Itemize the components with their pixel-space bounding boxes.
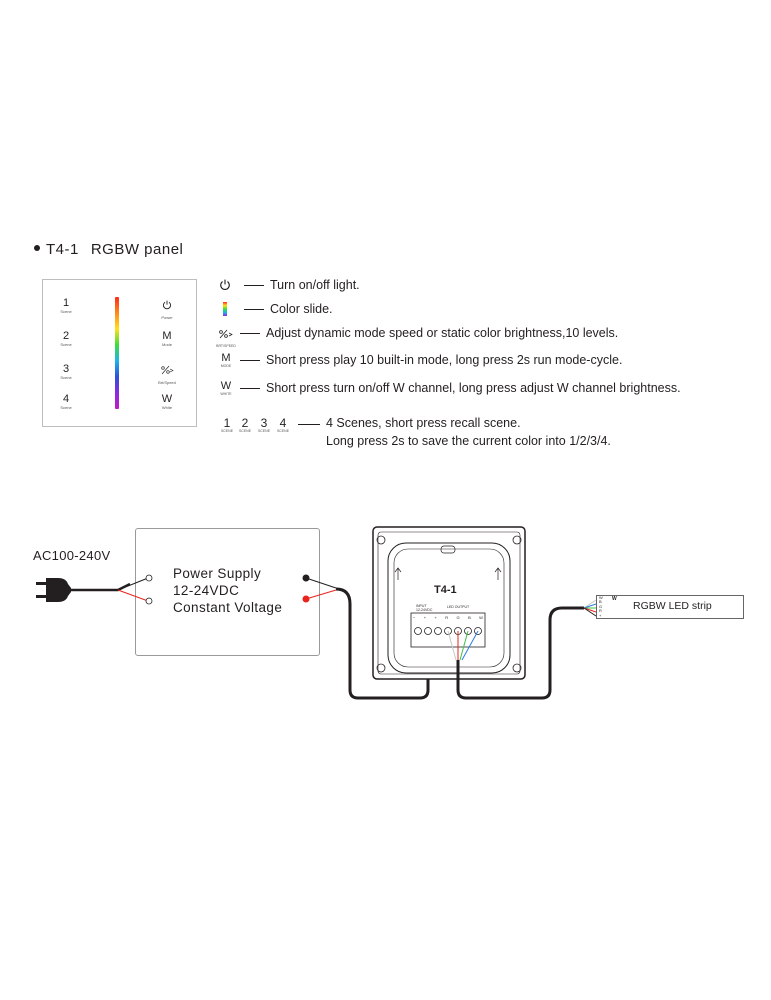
legend-mode: Short press play 10 built-in mode, long …	[240, 353, 622, 367]
wiring-diagram	[36, 526, 597, 700]
brt-speed-icon	[161, 365, 174, 375]
scene-leader-line	[298, 424, 320, 425]
legend-brt-speed-text: Adjust dynamic mode speed or static colo…	[266, 326, 619, 340]
title-name: RGBW panel	[90, 241, 184, 258]
legend-white-text: Short press turn on/off W channel, long …	[266, 381, 681, 395]
psu-line-1: Power Supply	[173, 566, 262, 581]
psu-ac-terminal	[145, 597, 153, 605]
ac-label: AC100-240V	[33, 548, 111, 563]
scenes-line-1: 4 Scenes, short press recall scene.	[326, 416, 521, 430]
led-cable	[456, 606, 584, 700]
power-supply-label: Power Supply 12-24VDC Constant Voltage	[173, 565, 282, 616]
legend-white: Short press turn on/off W channel, long …	[240, 381, 681, 395]
scenes-line-2: Long press 2s to save the current color …	[326, 434, 611, 448]
legend-power-text: Turn on/off light.	[270, 278, 360, 292]
section-title: T4-1 RGBW panel	[34, 241, 183, 258]
legend-color-slide-text: Color slide.	[270, 302, 333, 316]
legend-mode-text: Short press play 10 built-in mode, long …	[266, 353, 623, 367]
power-icon	[220, 279, 230, 290]
brt-speed-key: Brt/Speed	[147, 362, 187, 385]
dc-cable	[335, 587, 430, 700]
terminal-block	[414, 627, 482, 635]
controller-label: T4-1	[434, 584, 457, 596]
psu-ac-terminal	[145, 574, 153, 582]
legend-power-icon	[219, 278, 233, 292]
output-label: LED OUTPUT	[447, 605, 470, 609]
bullet-icon	[34, 245, 40, 252]
psu-line-2: 12-24VDC	[173, 583, 240, 598]
strip-label: RGBW LED strip	[633, 600, 712, 612]
legend-color-slide: Color slide.	[240, 302, 333, 316]
power-supply-box	[135, 528, 320, 656]
color-slider	[115, 297, 119, 409]
t4-1-controller	[372, 526, 526, 680]
legend-brt-speed-icon: BRT/SPEED	[212, 326, 240, 348]
plug-icon	[36, 578, 71, 602]
led-strip	[596, 595, 744, 619]
psu-line-3: Constant Voltage	[173, 600, 283, 615]
brt-speed-icon	[219, 329, 233, 339]
strip-w-mark: W	[612, 596, 617, 602]
power-icon	[162, 300, 172, 310]
legend-power: Turn on/off light.	[240, 278, 360, 292]
legend-brt-speed: Adjust dynamic mode speed or static colo…	[240, 326, 618, 340]
power-key: Power	[147, 297, 187, 320]
color-slide-icon	[223, 302, 227, 316]
title-model: T4-1	[46, 241, 79, 258]
